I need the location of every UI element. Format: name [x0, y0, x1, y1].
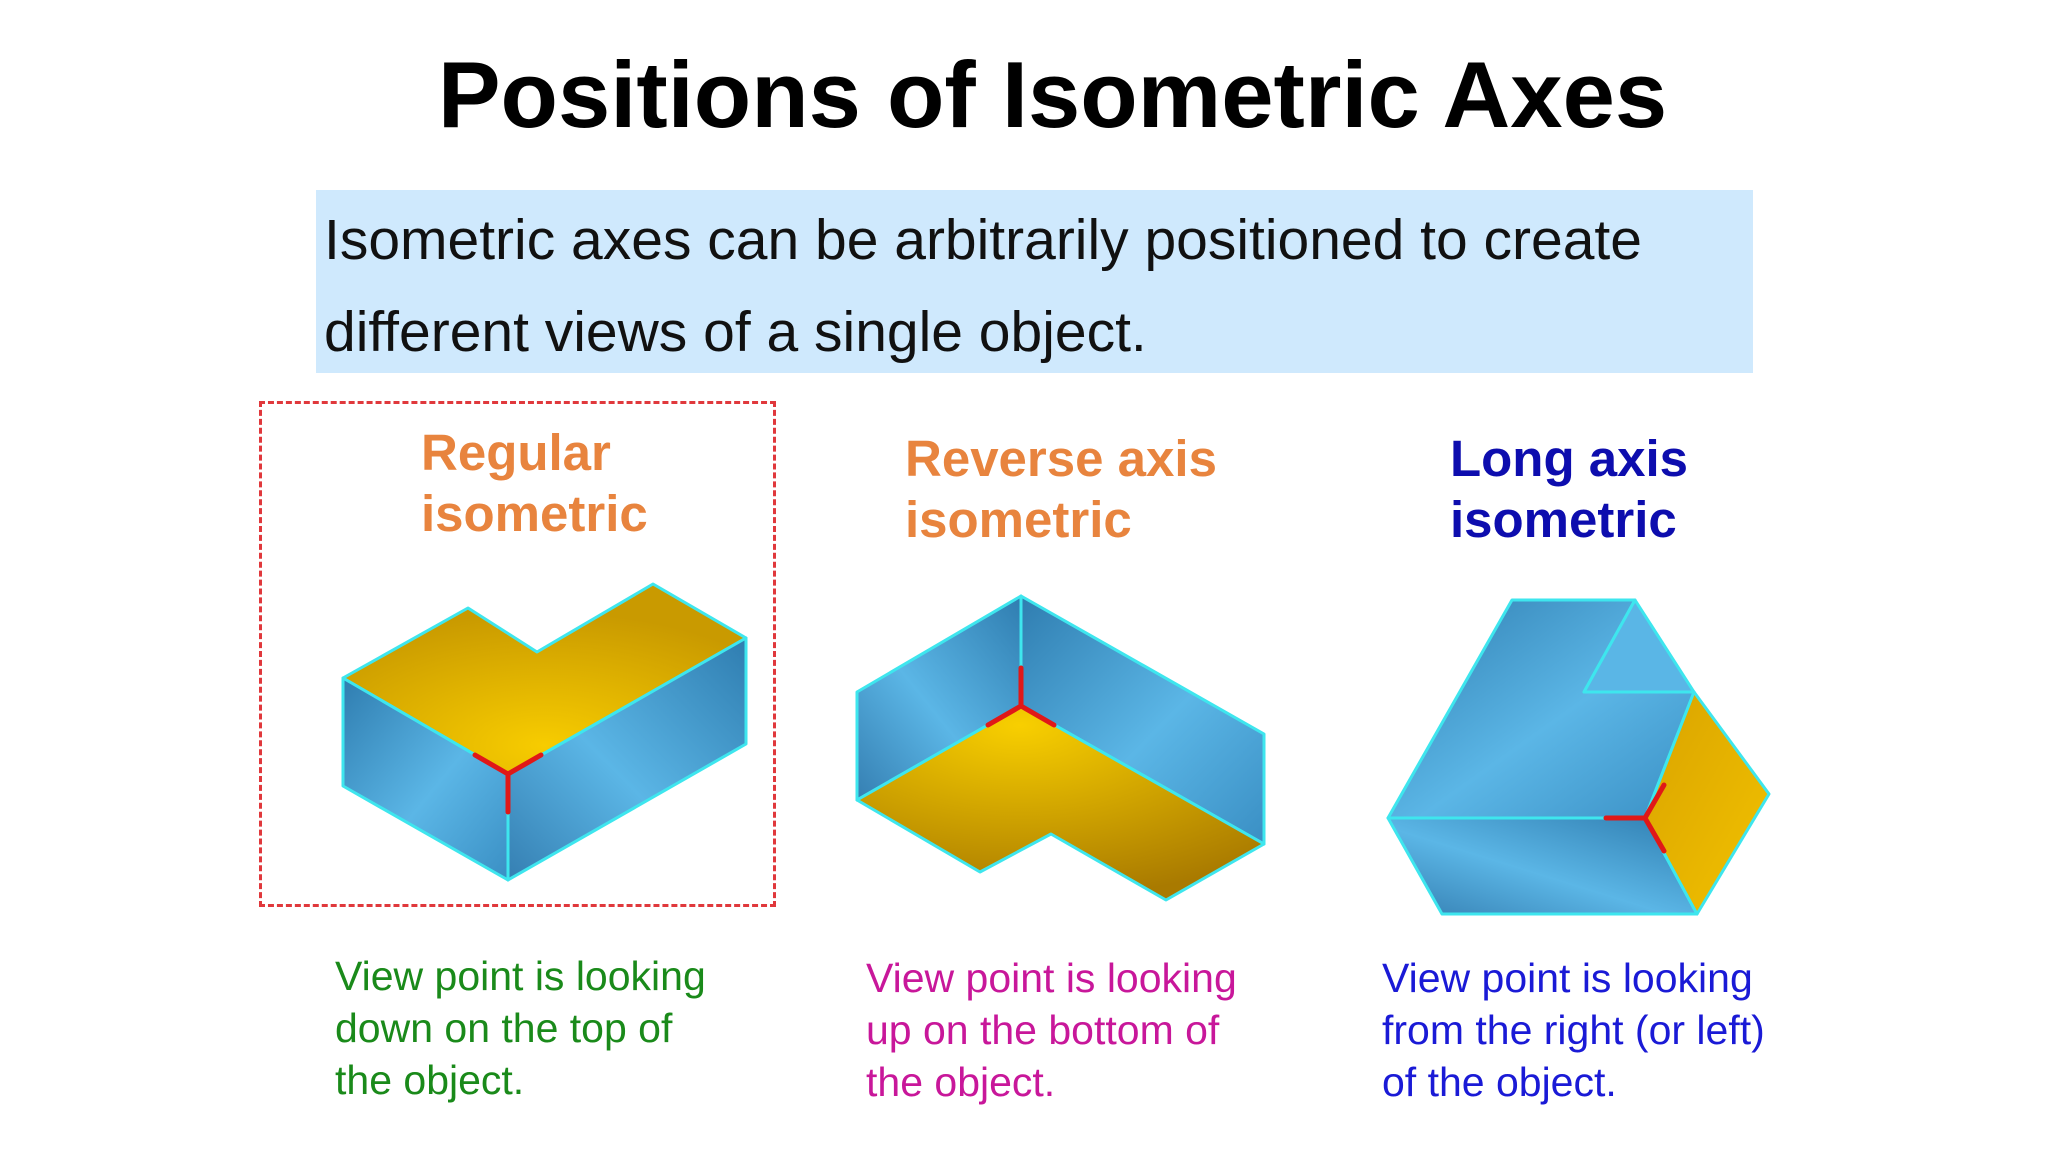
regular-axes-indicator [472, 752, 544, 815]
long-axis-heading: Long axis isometric [1450, 428, 1688, 550]
reverse-axis-description: View point is looking up on the bottom o… [866, 952, 1237, 1108]
intro-callout: Isometric axes can be arbitrarily positi… [316, 190, 1753, 373]
regular-isometric-description: View point is looking down on the top of… [335, 950, 706, 1106]
long-axis-description: View point is looking from the right (or… [1382, 952, 1765, 1108]
regular-isometric-highlight-box [259, 401, 776, 907]
regular-desc-line-1: View point is looking [335, 953, 706, 999]
long-heading-line-1: Long axis [1450, 430, 1689, 487]
long-desc-line-1: View point is looking [1382, 955, 1753, 1001]
long-axis-figure [1386, 598, 1771, 916]
reverse-axes-indicator [985, 665, 1057, 728]
intro-line-2: different views of a single object. [324, 300, 1147, 364]
reverse-desc-line-3: the object. [866, 1059, 1056, 1105]
intro-line-1: Isometric axes can be arbitrarily positi… [324, 208, 1642, 272]
regular-heading-line-2: isometric [421, 485, 648, 542]
long-side-face [1643, 690, 1771, 916]
long-desc-line-3: of the object. [1382, 1059, 1617, 1105]
reverse-axis-figure [855, 594, 1266, 902]
regular-right-face [506, 636, 748, 882]
long-desc-line-2: from the right (or left) [1382, 1007, 1765, 1053]
long-notch-face [1582, 598, 1696, 694]
reverse-heading-line-1: Reverse axis [905, 430, 1217, 487]
reverse-desc-line-2: up on the bottom of [866, 1007, 1220, 1053]
regular-heading-line-1: Regular [421, 424, 611, 481]
reverse-axis-heading: Reverse axis isometric [905, 428, 1217, 550]
long-heading-line-2: isometric [1450, 491, 1677, 548]
regular-desc-line-3: the object. [335, 1057, 525, 1103]
reverse-desc-line-1: View point is looking [866, 955, 1237, 1001]
regular-isometric-heading: Regular isometric [421, 422, 648, 544]
regular-isometric-figure [341, 582, 748, 882]
reverse-heading-line-2: isometric [905, 491, 1132, 548]
long-axes-indicator [1603, 782, 1667, 854]
regular-desc-line-2: down on the top of [335, 1005, 673, 1051]
slide-title: Positions of Isometric Axes [437, 42, 1668, 147]
